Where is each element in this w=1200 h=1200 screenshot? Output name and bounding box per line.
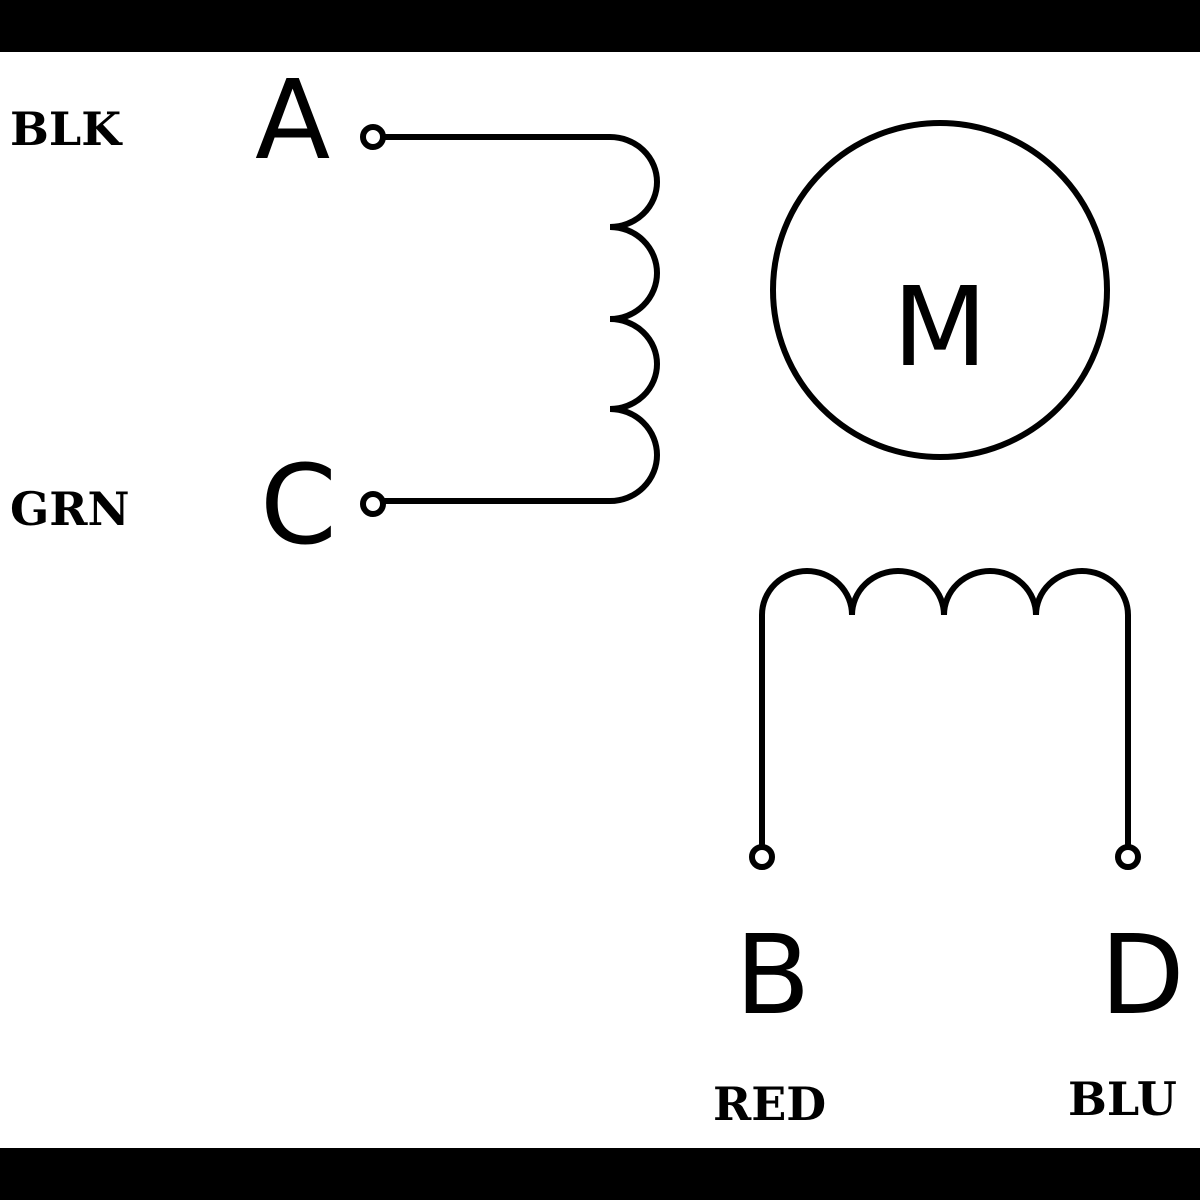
coil-ac [383,134,660,504]
terminal-c-node [360,491,386,517]
terminal-label-d: D [1100,911,1185,1039]
terminal-label-c: C [260,441,337,569]
coil-bd [759,568,1131,847]
terminal-b-node [749,844,775,870]
wire-label-blk: BLK [10,102,123,156]
terminal-a-node [360,124,386,150]
terminal-label-a: A [255,56,330,184]
motor-label: M [893,263,988,391]
wire-label-blu: BLU [1068,1072,1177,1126]
bottom-border [0,1148,1200,1200]
motor-circle [770,120,1110,460]
terminal-d-node [1115,844,1141,870]
terminal-label-b: B [735,911,810,1039]
top-border [0,0,1200,52]
wire-label-red: RED [713,1077,826,1131]
wire-label-grn: GRN [10,482,130,536]
